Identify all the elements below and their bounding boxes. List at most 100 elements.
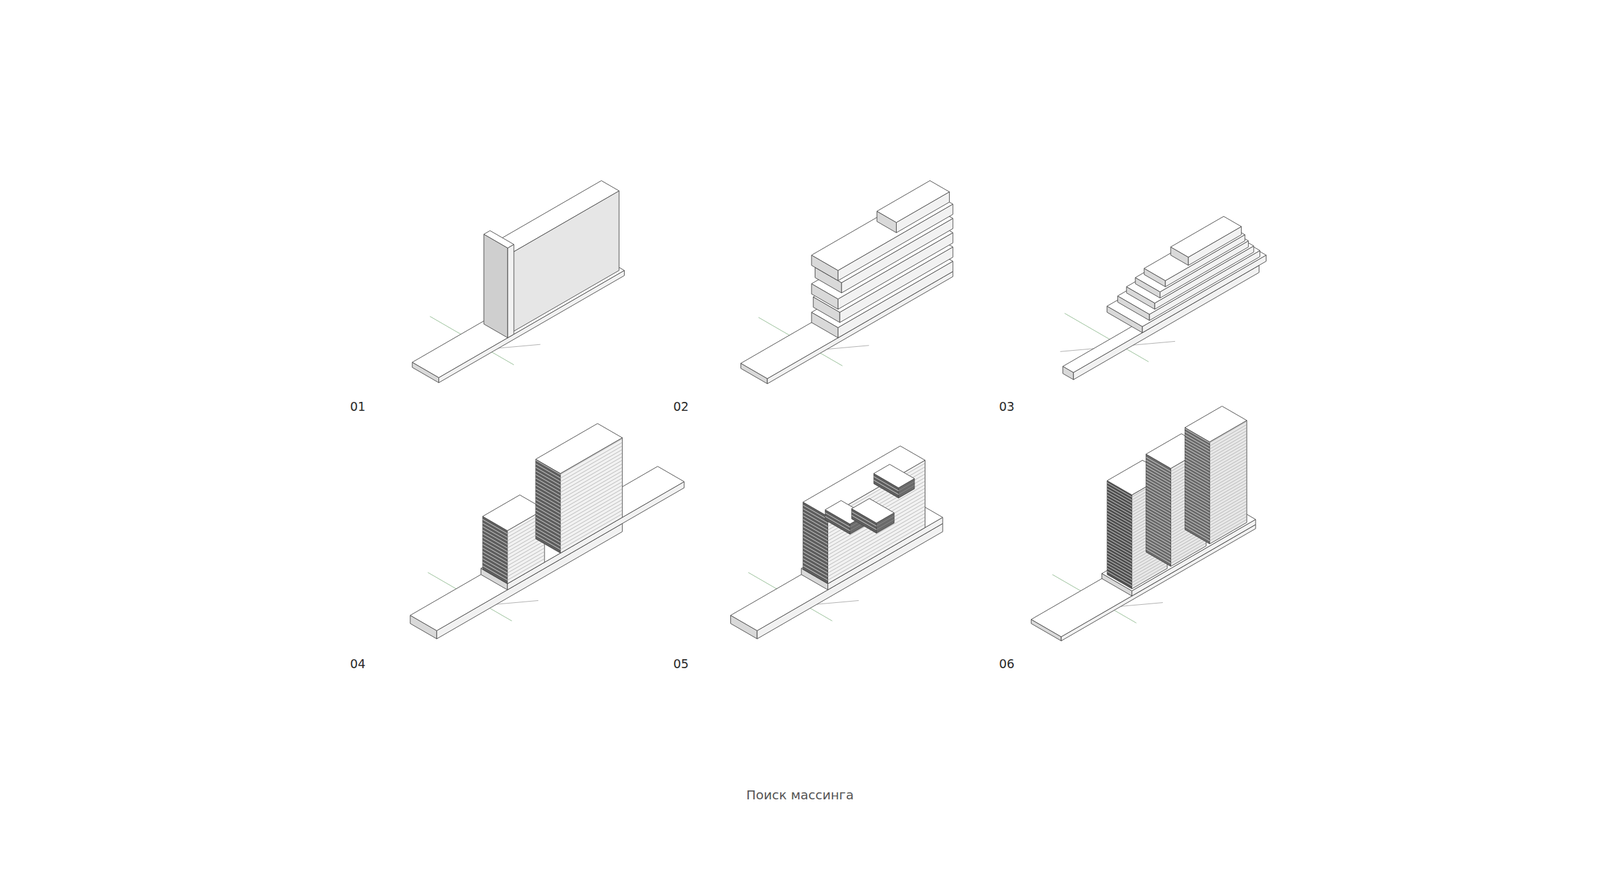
floor-line [1107,488,1133,504]
floor-line [535,488,561,504]
floor-line [1146,530,1172,545]
floor-line [1209,485,1247,507]
floor-line [803,526,829,541]
floor-line [1209,494,1247,516]
floor-line [1146,527,1172,542]
massing-option [1060,216,1267,380]
floor-line [1184,492,1210,507]
floor-line [1107,506,1133,521]
floor-line [535,467,561,482]
mass-top-face [482,494,545,531]
floor-line [1184,440,1210,456]
floor-line [1209,467,1247,489]
floor-line [1146,515,1172,530]
floor-line [535,474,561,489]
option-number: 04 [350,656,366,671]
floor-line [560,439,623,475]
floor-line [1184,459,1210,474]
mass-end-face [535,459,561,554]
floor-line [1184,520,1210,535]
floor-line [1184,449,1210,464]
floor-line [482,529,508,544]
floor-line [1107,519,1133,534]
floor-line [1209,516,1247,538]
floor-line [507,554,545,576]
floor-line [1146,469,1172,484]
floor-line [824,516,850,531]
floor-line [1184,523,1210,538]
floor-line [1209,461,1247,483]
floor-line [482,558,508,573]
floor-line [1209,421,1247,443]
floor-line [1107,497,1133,512]
floor-line [1184,526,1210,541]
floor-line [1107,510,1133,525]
floor-line [1107,516,1133,531]
floor-line [535,520,561,536]
mass-end-face [1146,454,1172,567]
floor-line [1107,535,1133,550]
floor-line [482,540,508,555]
floor-line [482,565,508,580]
floor-line [535,510,561,525]
option-number: 03 [999,399,1015,414]
mass-front-face [507,244,514,338]
floor-line [803,558,829,573]
floor-line [1107,504,1133,519]
floor-line [482,551,508,566]
floor-line [1184,502,1210,517]
mass-top-face [483,230,514,248]
floor-line [1146,484,1172,499]
floor-line [824,512,850,527]
floor-line [535,503,561,518]
floor-line [803,519,829,534]
massing-option [741,180,953,384]
floor-line [507,540,545,562]
floor-line [1146,539,1172,554]
option-number: 06 [999,656,1015,671]
floor-line [803,522,829,537]
floor-line [1146,460,1172,475]
floor-line [1209,476,1247,498]
floor-line [1146,536,1172,552]
floor-line [507,544,545,566]
floor-line [1184,517,1210,532]
floor-line [1146,503,1172,518]
floor-line [1146,472,1172,487]
floor-line [535,524,561,539]
floor-line [1184,428,1210,443]
floor-line [560,442,623,479]
floor-line [535,478,561,493]
floor-line [1209,506,1247,528]
floor-line [1107,528,1133,543]
floor-line [482,533,508,548]
floor-line [803,508,829,523]
floor-line [1184,465,1210,480]
floor-line [482,554,508,569]
floor-line [1184,431,1210,446]
floor-line [1184,504,1210,520]
floor-line [1107,531,1133,546]
floor-line [1146,478,1172,493]
floor-line [898,481,915,491]
floor-line [1184,456,1210,471]
floor-line [535,471,561,486]
floor-line [1209,442,1247,464]
floor-line [560,453,623,489]
floor-line [1146,475,1172,490]
floor-line [1209,470,1247,492]
floor-line [803,544,829,559]
floor-line [1146,497,1172,512]
floor-line [1170,539,1206,560]
floor-line [1209,427,1247,449]
floor-line [1184,477,1210,492]
floor-line [1209,519,1247,541]
floor-line [1107,562,1133,577]
floor-line [1209,482,1247,504]
floor-line [1209,430,1247,452]
floor-line [1132,565,1168,586]
floor-line [851,515,877,530]
massing-option [410,423,685,639]
mass-top-face [1170,216,1241,258]
floor-line [535,481,561,496]
